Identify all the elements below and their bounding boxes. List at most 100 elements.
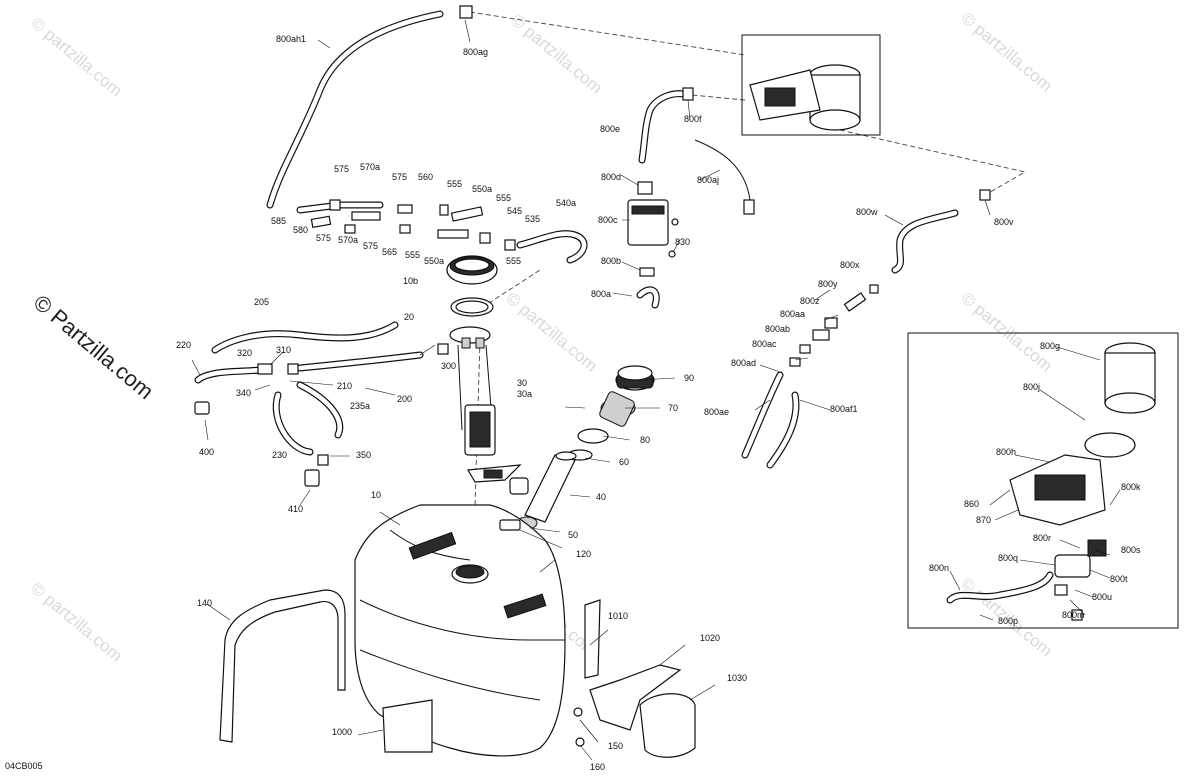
callout-80[interactable]: 80 <box>640 435 650 445</box>
lock-ring-10b <box>446 255 498 285</box>
routing-lines <box>469 11 1027 506</box>
inset-top <box>741 34 881 136</box>
callout-555[interactable]: 555 <box>506 256 521 266</box>
callout-205[interactable]: 205 <box>254 297 269 307</box>
callout-535[interactable]: 535 <box>525 214 540 224</box>
callout-150[interactable]: 150 <box>608 741 623 751</box>
callout-90[interactable]: 90 <box>684 373 694 383</box>
callout-800q[interactable]: 800q <box>998 553 1018 563</box>
evap-upper-group <box>627 87 755 309</box>
callout-800v[interactable]: 800v <box>994 217 1014 227</box>
callout-160[interactable]: 160 <box>590 762 605 772</box>
callout-40[interactable]: 40 <box>596 492 606 502</box>
callout-20[interactable]: 20 <box>404 312 414 322</box>
callout-575[interactable]: 575 <box>334 164 349 174</box>
callout-560[interactable]: 560 <box>418 172 433 182</box>
callout-1020[interactable]: 1020 <box>700 633 720 643</box>
connector-800ag <box>459 5 473 19</box>
watermark: © partzilla.com <box>502 289 601 376</box>
callout-210[interactable]: 210 <box>337 381 352 391</box>
callout-10b[interactable]: 10b <box>403 276 418 286</box>
callout-800y[interactable]: 800y <box>818 279 838 289</box>
heat-shields <box>382 599 696 758</box>
callout-800ad[interactable]: 800ad <box>731 358 756 368</box>
callout-800ag[interactable]: 800ag <box>463 47 488 57</box>
callout-320[interactable]: 320 <box>237 348 252 358</box>
callout-800h[interactable]: 800h <box>996 447 1016 457</box>
callout-220[interactable]: 220 <box>176 340 191 350</box>
callout-800w[interactable]: 800w <box>856 207 878 217</box>
callout-555[interactable]: 555 <box>405 250 420 260</box>
callout-800r[interactable]: 800r <box>1033 533 1051 543</box>
callout-860[interactable]: 860 <box>964 499 979 509</box>
callout-575[interactable]: 575 <box>316 233 331 243</box>
callout-310[interactable]: 310 <box>276 345 291 355</box>
callout-800af1[interactable]: 800af1 <box>830 404 858 414</box>
callout-540a[interactable]: 540a <box>556 198 576 208</box>
callout-800ae[interactable]: 800ae <box>704 407 729 417</box>
strap-140 <box>219 589 346 743</box>
callout-550a[interactable]: 550a <box>472 184 492 194</box>
callout-30[interactable]: 30 <box>517 378 527 388</box>
callout-800a[interactable]: 800a <box>591 289 611 299</box>
callout-120[interactable]: 120 <box>576 549 591 559</box>
callout-230[interactable]: 230 <box>272 450 287 460</box>
callout-545[interactable]: 545 <box>507 206 522 216</box>
callout-800x[interactable]: 800x <box>840 260 860 270</box>
callout-800s[interactable]: 800s <box>1121 545 1141 555</box>
callout-800e[interactable]: 800e <box>600 124 620 134</box>
callout-800b[interactable]: 800b <box>601 256 621 266</box>
callout-800n[interactable]: 800n <box>929 563 949 573</box>
callout-1030[interactable]: 1030 <box>727 673 747 683</box>
callout-570a[interactable]: 570a <box>338 235 358 245</box>
callout-140[interactable]: 140 <box>197 598 212 608</box>
callout-350[interactable]: 350 <box>356 450 371 460</box>
callout-870[interactable]: 870 <box>976 515 991 525</box>
callout-575[interactable]: 575 <box>392 172 407 182</box>
callout-235a[interactable]: 235a <box>350 401 370 411</box>
callout-555[interactable]: 555 <box>496 193 511 203</box>
callout-1000[interactable]: 1000 <box>332 727 352 737</box>
callout-410[interactable]: 410 <box>288 504 303 514</box>
callout-400[interactable]: 400 <box>199 447 214 457</box>
callout-800t[interactable]: 800t <box>1110 574 1128 584</box>
callout-800p[interactable]: 800p <box>998 616 1018 626</box>
watermark-main: © Partzilla.com <box>29 290 159 404</box>
callout-200[interactable]: 200 <box>397 394 412 404</box>
callout-800d[interactable]: 800d <box>601 172 621 182</box>
callout-800m[interactable]: 800m <box>1062 610 1085 620</box>
leader-lines <box>191 19 1121 761</box>
callout-555[interactable]: 555 <box>447 179 462 189</box>
callout-800f[interactable]: 800f <box>684 114 702 124</box>
watermark: © partzilla.com <box>507 11 606 98</box>
callout-70[interactable]: 70 <box>668 403 678 413</box>
callout-800k[interactable]: 800k <box>1121 482 1141 492</box>
callout-575[interactable]: 575 <box>363 241 378 251</box>
diagram-code: 04CB005 <box>5 761 43 771</box>
callout-800aa[interactable]: 800aa <box>780 309 805 319</box>
callout-585[interactable]: 585 <box>271 216 286 226</box>
callout-580[interactable]: 580 <box>293 225 308 235</box>
callout-550a[interactable]: 550a <box>424 256 444 266</box>
callout-300[interactable]: 300 <box>441 361 456 371</box>
callout-800aj[interactable]: 800aj <box>697 175 719 185</box>
callout-800u[interactable]: 800u <box>1092 592 1112 602</box>
callout-800c[interactable]: 800c <box>598 215 618 225</box>
fitting-row <box>296 199 588 264</box>
callout-60[interactable]: 60 <box>619 457 629 467</box>
callout-800ab[interactable]: 800ab <box>765 324 790 334</box>
callout-30a[interactable]: 30a <box>517 389 532 399</box>
callout-50[interactable]: 50 <box>568 530 578 540</box>
callout-800z[interactable]: 800z <box>800 296 820 306</box>
callout-800j[interactable]: 800j <box>1023 382 1040 392</box>
callout-1010[interactable]: 1010 <box>608 611 628 621</box>
callout-340[interactable]: 340 <box>236 388 251 398</box>
callout-800ah1[interactable]: 800ah1 <box>276 34 306 44</box>
callout-800g[interactable]: 800g <box>1040 341 1060 351</box>
callout-565[interactable]: 565 <box>382 247 397 257</box>
callout-800ac[interactable]: 800ac <box>752 339 777 349</box>
callout-830[interactable]: 830 <box>675 237 690 247</box>
callout-570a[interactable]: 570a <box>360 162 380 172</box>
callout-10[interactable]: 10 <box>371 490 381 500</box>
